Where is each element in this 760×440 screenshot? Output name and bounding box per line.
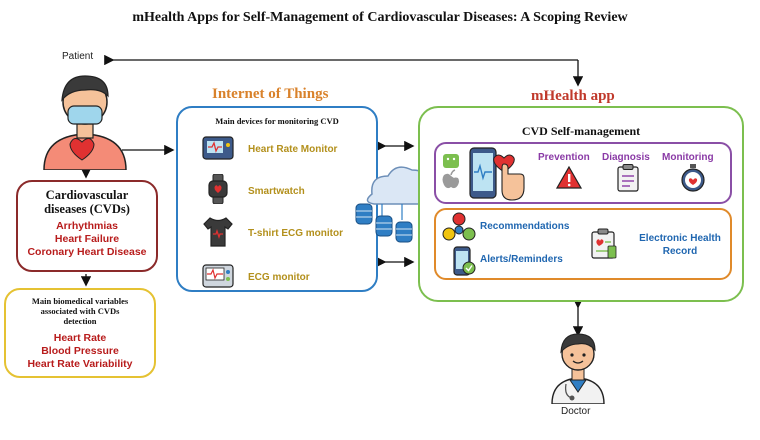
feature-recommendations: Recommendations (480, 221, 570, 232)
feature-ehr-line1: Electronic Health (639, 233, 721, 244)
app-subtitle: CVD Self-management (521, 124, 641, 138)
bio-title-line1: Main biomedical variables (31, 296, 129, 306)
biomedical-box: Main biomedical variables associated wit… (4, 288, 156, 378)
bio-item-heart-rate: Heart Rate (53, 332, 107, 344)
cvd-item-coronary: Coronary Heart Disease (27, 246, 147, 258)
doctor-label: Doctor (561, 406, 591, 417)
iot-subtitle: Main devices for monitoring CVD (215, 116, 339, 126)
ecg-monitor-icon (202, 264, 234, 288)
smartphone-hand-icon (469, 147, 525, 201)
feature-monitoring: Monitoring (662, 152, 714, 163)
smartwatch-icon (208, 174, 228, 204)
patient-icon (43, 75, 127, 170)
bio-item-blood-pressure: Blood Pressure (41, 345, 119, 357)
device-smartwatch: Smartwatch (248, 186, 305, 197)
page-title: mHealth Apps for Self-Management of Card… (132, 10, 628, 25)
app-services-box (434, 208, 732, 280)
health-record-clipboard-icon (591, 228, 617, 259)
device-tshirt-ecg: T-shirt ECG monitor (248, 228, 343, 239)
cvd-title-line2: diseases (CVDs) (44, 202, 130, 216)
patient-label: Patient (62, 51, 94, 62)
prevention-warning-icon (556, 166, 582, 189)
alerts-phone-icon (453, 246, 476, 276)
app-title: mHealth app (531, 88, 615, 104)
feature-diagnosis: Diagnosis (602, 152, 650, 163)
heart-rate-monitor-icon (202, 136, 234, 160)
bio-title-line2: associated with CVDs (40, 306, 120, 316)
cvd-item-heart-failure: Heart Failure (54, 233, 120, 245)
diagnosis-clipboard-icon (617, 164, 639, 192)
feature-prevention: Prevention (538, 152, 590, 163)
iot-title: Internet of Things (212, 86, 329, 102)
cvd-title-line1: Cardiovascular (45, 188, 129, 202)
tshirt-ecg-icon (203, 217, 233, 247)
bio-title-line3: detection (63, 316, 97, 326)
monitoring-stopwatch-icon (681, 164, 705, 192)
feature-ehr-line2: Record (662, 246, 698, 257)
feature-alerts-reminders: Alerts/Reminders (480, 254, 563, 265)
device-heart-rate-monitor: Heart Rate Monitor (248, 144, 338, 155)
bio-item-hrv: Heart Rate Variability (27, 358, 133, 370)
device-ecg-monitor: ECG monitor (248, 272, 310, 283)
android-apple-icon (442, 154, 459, 189)
iot-box: Main devices for monitoring CVD Heart Ra… (176, 106, 378, 292)
recommendations-icon (442, 212, 476, 241)
cvd-box: Cardiovascular diseases (CVDs) Arrhythmi… (16, 180, 158, 272)
cvd-item-arrhythmias: Arrhythmias (56, 220, 118, 232)
doctor-icon (551, 333, 605, 404)
